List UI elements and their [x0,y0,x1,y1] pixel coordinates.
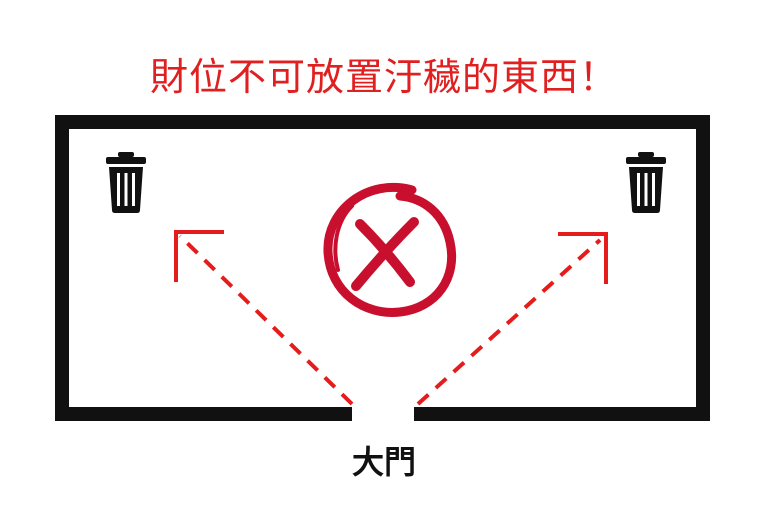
arrow-to-right-corner [416,232,608,406]
forbidden-cross-icon [323,183,456,317]
room-walls [55,115,710,421]
wall-left-section [55,115,710,421]
main-door-label: 大門 [351,443,416,481]
arrow-to-left-corner [174,230,354,406]
page-title: 財位不可放置汙穢的東西！ [149,55,618,99]
trash-can-icon [626,152,666,213]
trash-can-icon [106,152,146,213]
